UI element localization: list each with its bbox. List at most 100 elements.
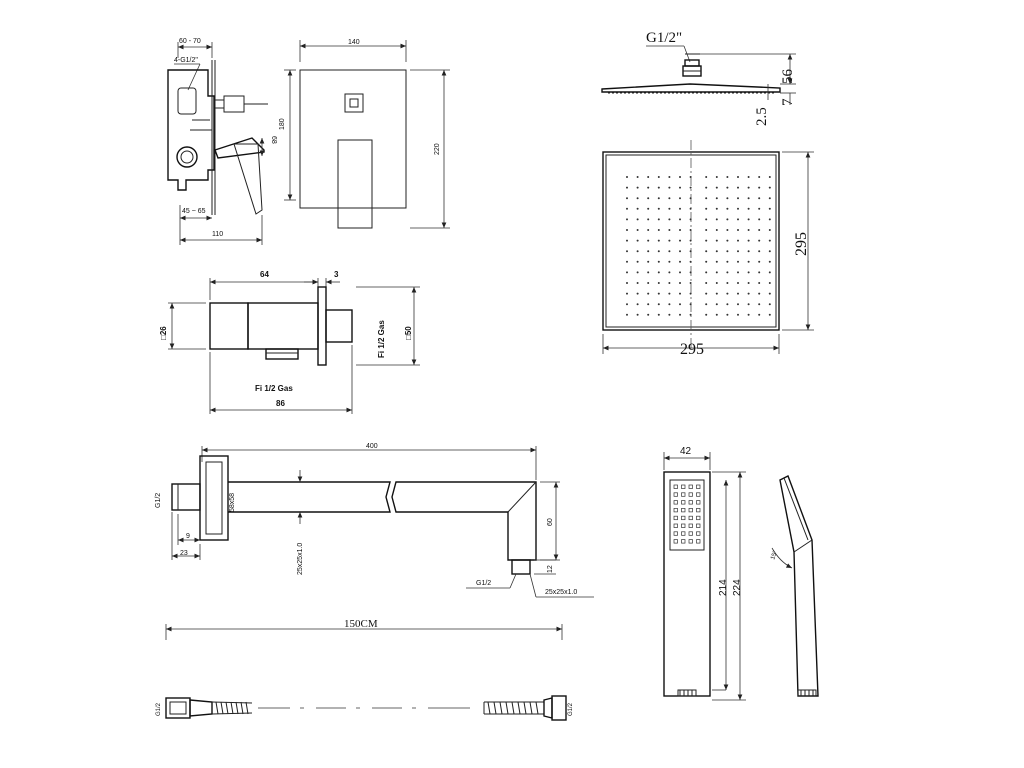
shower-arm-drawing: 400 G1/2 58x58 9 23 25x25x1.0 60 12 G1/2 [155,443,594,598]
nozzle-dot [626,218,628,221]
hand-nozzle [696,508,701,513]
nozzle-dot [657,260,660,263]
nozzle-dot [758,186,761,189]
nozzle-dot [668,271,671,274]
nozzle-dot [626,292,628,295]
nozzle-dot [705,186,708,189]
nozzle-dot [768,186,771,189]
nozzle-dot [657,207,660,210]
nozzle-dot [715,239,718,242]
nozzle-dot [758,218,761,221]
nozzle-dot [626,250,628,253]
nozzle-dot [689,292,692,295]
nozzle-dot [747,292,750,295]
nozzle-dot [758,176,761,178]
nozzle-dot [726,292,729,295]
hand-nozzle [681,508,686,513]
nozzle-dot [758,271,761,274]
nozzle-dot [668,250,671,253]
nozzle-dot [647,271,650,274]
head-h7-label: 7 [780,98,796,106]
nozzle-dot [679,260,681,263]
nozzle-dot [657,218,660,221]
hand-width-label: 42 [680,446,692,457]
nozzle-dot [657,303,660,306]
nozzle-dot [679,282,681,284]
nozzle-dot [626,239,628,242]
nozzle-dot [747,239,750,242]
nozzle-dot [705,282,708,284]
nozzle-dot [689,271,692,274]
hand-nozzle [681,515,686,521]
hand-len-214-label: 214 [718,579,729,596]
arm-tube-end-label: 25x25x1.0 [545,589,577,596]
valve-thread-label: 4-G1/2" [174,57,198,64]
nozzle-dot [715,313,718,316]
nozzle-dot [689,282,692,284]
nozzle-dot [768,313,771,316]
nozzle-dot [726,186,729,189]
nozzle-dot [679,229,681,231]
nozzle-dot [726,239,729,242]
nozzle-dot [668,197,671,200]
nozzle-dot [758,229,761,231]
nozzle-dot [705,313,708,316]
outlet-sq50-label: □50 [404,326,413,340]
nozzle-dot [689,186,692,189]
head-h25-label: 2.5 [754,107,770,126]
nozzle-dot [679,197,681,200]
head-thread-label: G1/2" [646,30,682,46]
arm-len-12-label: 12 [547,565,554,573]
nozzle-dot [636,207,639,210]
nozzle-dot [737,313,739,316]
nozzle-dot [636,260,639,263]
wall-outlet-drawing: 64 3 □26 Fi 1/2 Gas □50 Fi 1/2 Gas 86 [159,270,420,414]
nozzle-dot [737,271,739,274]
nozzle-dot [737,207,739,210]
nozzle-dot [657,176,660,178]
nozzle-dot [679,250,681,253]
nozzle-dot [705,197,708,200]
rain-head-side-view: G1/2" 56 7 2.5 [601,30,796,126]
nozzle-dot [747,176,750,178]
nozzle-dot [626,260,628,263]
valve-range-label: 45 ~ 65 [182,208,206,215]
nozzle-dot [647,229,650,231]
hand-nozzle [688,539,693,544]
nozzle-dot [647,282,650,284]
nozzle-dot [715,229,718,231]
nozzle-dot [747,303,750,306]
hose-end-right-label: G1/2 [568,702,574,716]
nozzle-dot [668,186,671,189]
hand-nozzle [673,484,678,489]
nozzle-dot [737,250,739,253]
nozzle-dot [657,197,660,200]
nozzle-grid [626,176,771,316]
nozzle-dot [747,197,750,200]
nozzle-dot [657,250,660,253]
nozzle-dot [636,239,639,242]
nozzle-dot [647,186,650,189]
nozzle-dot [636,186,639,189]
nozzle-dot [705,271,708,274]
hand-nozzle [681,500,686,505]
nozzle-dot [768,229,771,231]
hand-shower-side-view: 15° [770,475,819,697]
nozzle-dot [705,260,708,263]
nozzle-dot [689,250,692,253]
nozzle-dot [747,250,750,253]
nozzle-dot [647,250,650,253]
arm-thread-left-label: G1/2 [155,493,162,508]
hand-nozzle [696,531,701,536]
nozzle-dot [657,229,660,231]
nozzle-dot [626,271,628,274]
nozzle-dot [657,282,660,284]
hand-angle-label: 15° [770,550,779,561]
hand-nozzle [688,515,693,521]
hand-nozzle [673,523,678,528]
nozzle-dot [737,303,739,306]
nozzle-dot [705,176,708,178]
nozzle-dot [657,239,660,242]
arm-thread-bottom-label: G1/2 [476,580,491,587]
hand-nozzle [688,523,693,528]
